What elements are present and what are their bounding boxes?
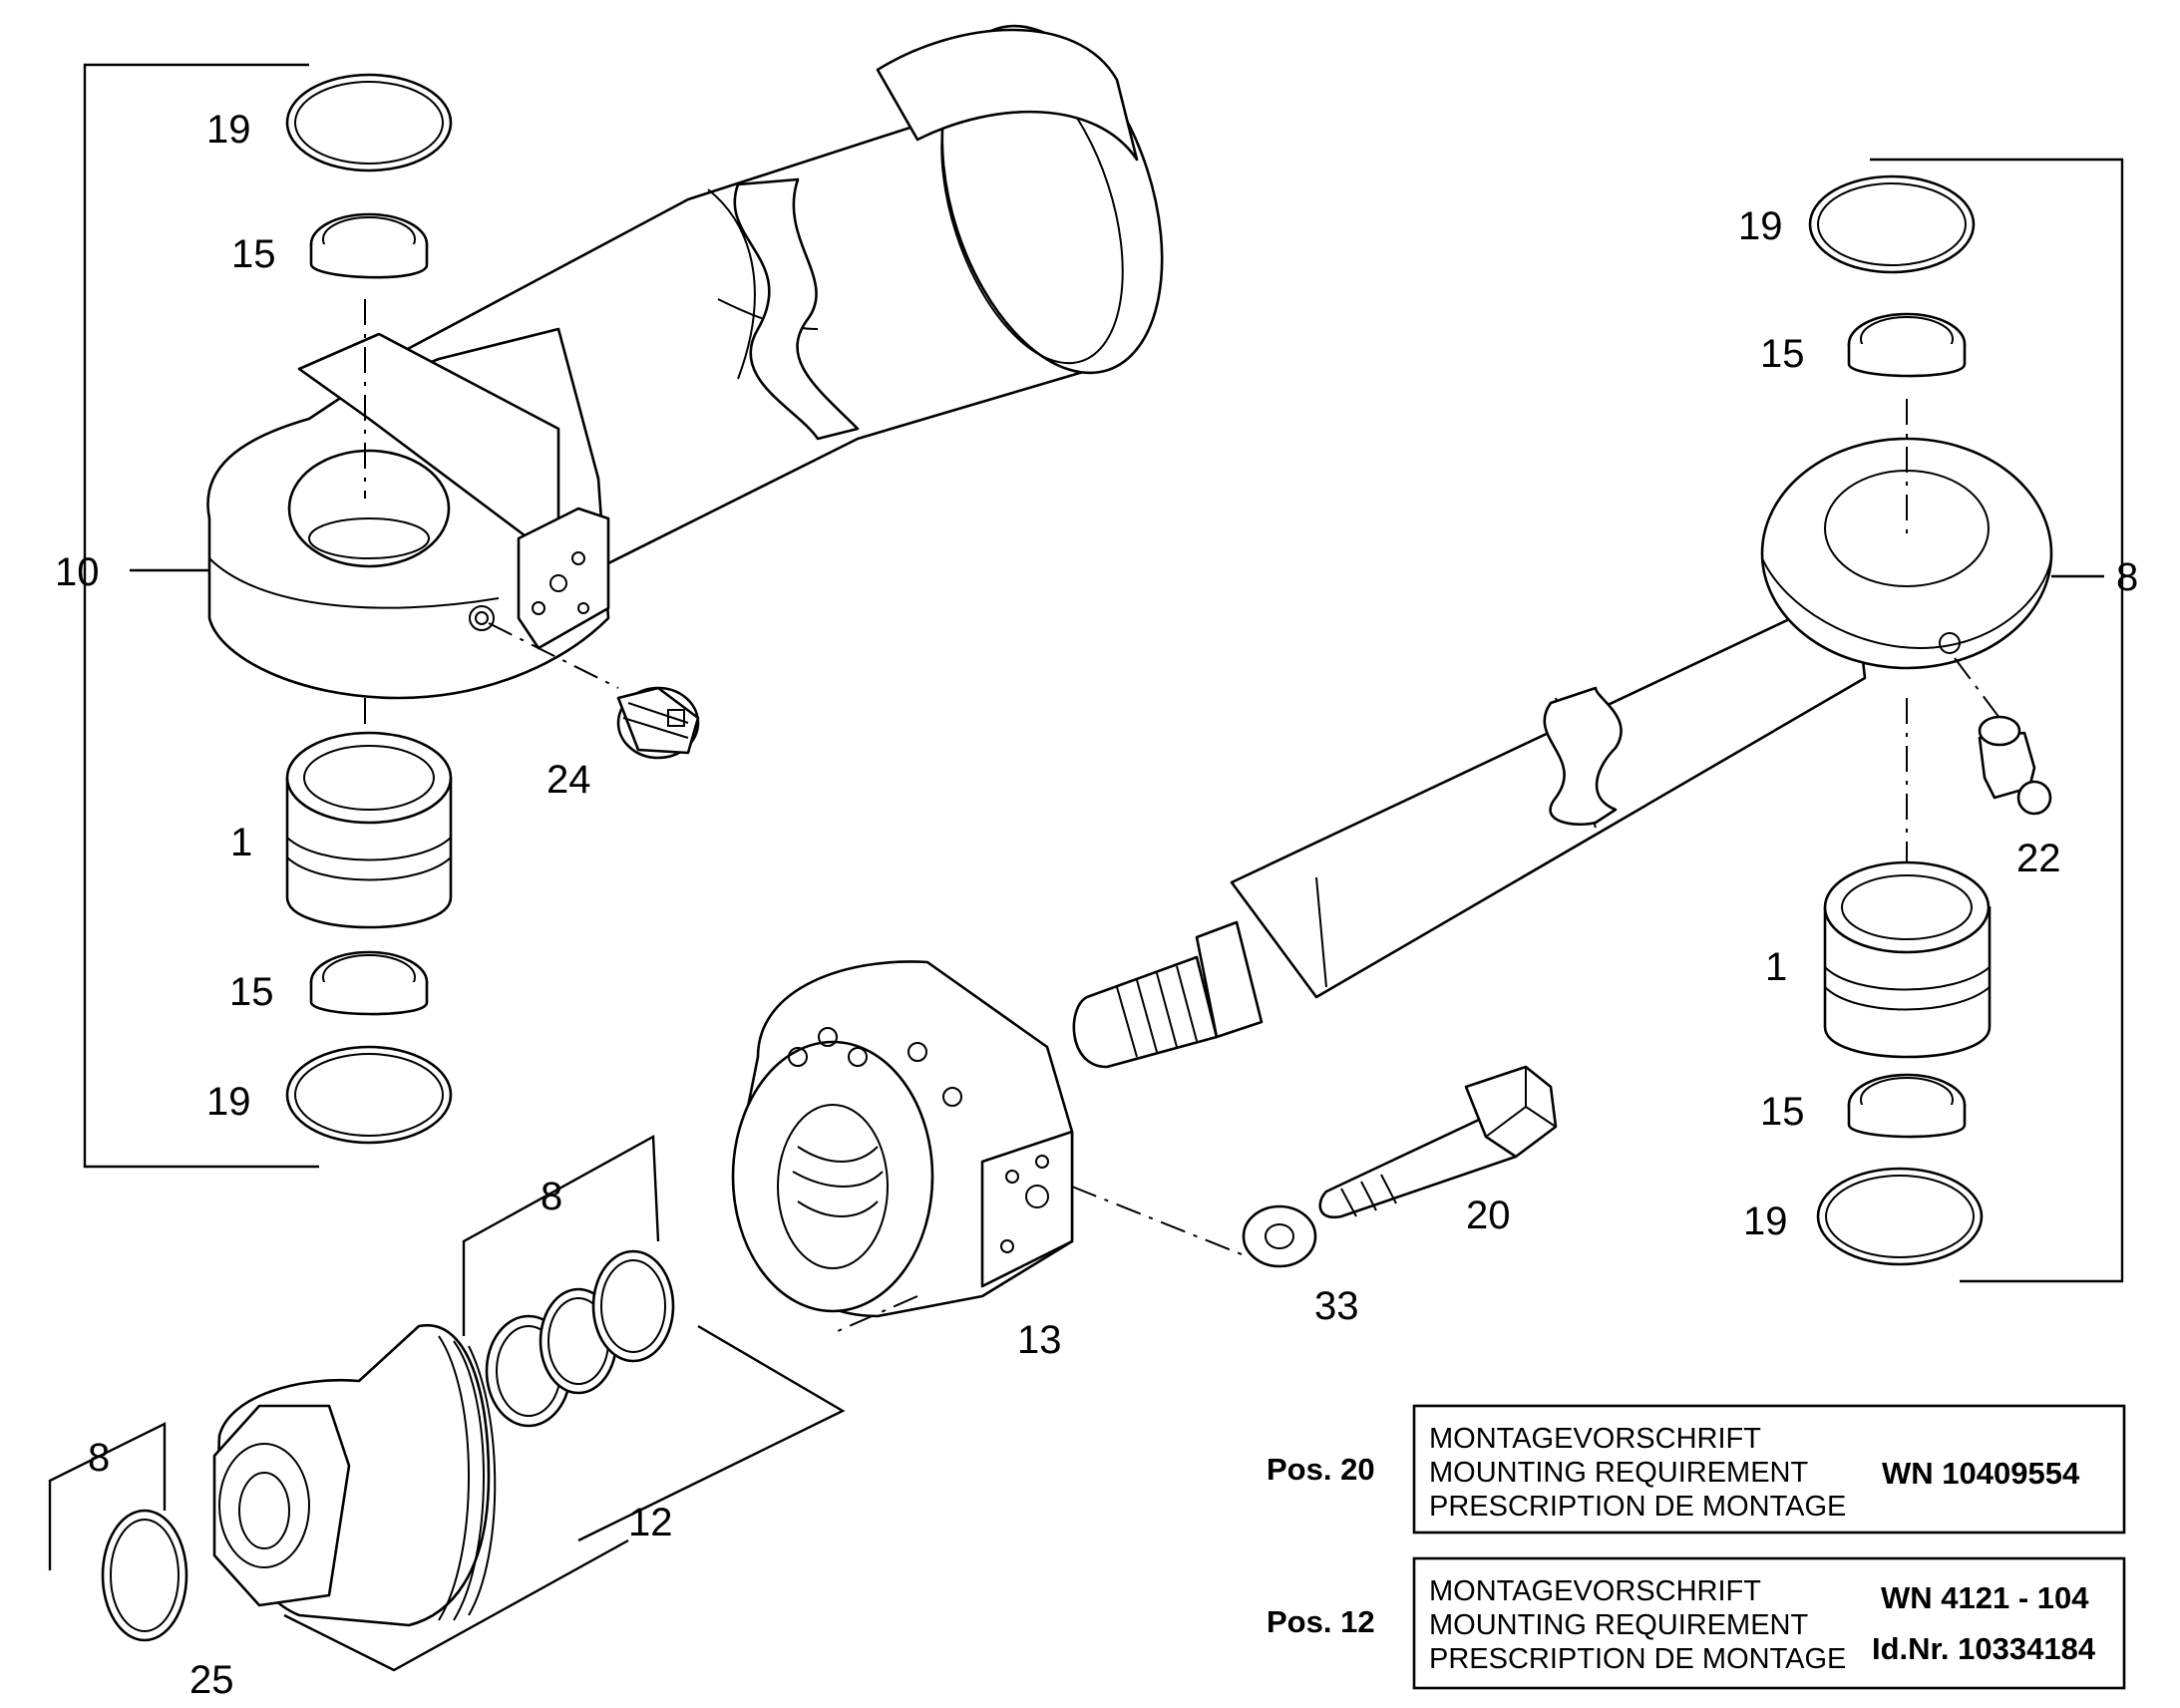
circlip-19-top-right xyxy=(1808,174,1976,274)
circlip-19-top-left xyxy=(285,73,453,172)
piston xyxy=(212,1323,497,1627)
callout-1-right: 1 xyxy=(1765,945,1787,989)
callout-33: 33 xyxy=(1314,1284,1359,1328)
ring-15-bottom-right xyxy=(1847,1073,1967,1139)
callout-12: 12 xyxy=(628,1501,673,1544)
callout-19-top-left: 19 xyxy=(206,108,251,152)
callout-8-small: 8 xyxy=(88,1436,110,1480)
callout-19-bottom-left: 19 xyxy=(206,1080,251,1124)
callout-1-left: 1 xyxy=(230,821,252,864)
washer xyxy=(1242,1204,1317,1268)
ring-15-top-left xyxy=(309,212,429,279)
callout-15-top-left: 15 xyxy=(231,232,276,276)
note-line-2: MOUNTING REQUIREMENT xyxy=(1429,1457,1809,1489)
circlip-19-bottom-right xyxy=(1816,1167,1984,1266)
note-pos-label: Pos. 20 xyxy=(1267,1452,1375,1487)
callout-15-bottom-left: 15 xyxy=(229,970,274,1014)
callout-10: 10 xyxy=(55,550,100,594)
callout-19-top-right: 19 xyxy=(1738,204,1783,248)
callout-20: 20 xyxy=(1466,1194,1511,1237)
callout-8-seals: 8 xyxy=(541,1175,562,1218)
ring-15-top-right xyxy=(1847,312,1967,378)
retaining-ring xyxy=(101,1509,188,1642)
callout-19-bottom-right: 19 xyxy=(1743,1199,1788,1243)
bolt xyxy=(1318,1065,1558,1219)
bearing-1-left xyxy=(285,731,453,929)
plug-screw xyxy=(616,686,700,760)
note-id-number: Id.Nr. 10334184 xyxy=(1872,1631,2096,1666)
note-reference: WN 4121 - 104 xyxy=(1881,1580,2089,1615)
circlip-19-bottom-left xyxy=(285,1045,453,1145)
callout-15-bottom-right: 15 xyxy=(1760,1090,1805,1134)
piston-rod xyxy=(1072,437,2053,1069)
mounting-note-pos12: Pos. 12 MONTAGEVORSCHRIFT MOUNTING REQUI… xyxy=(1267,1556,2126,1690)
callout-13: 13 xyxy=(1017,1318,1062,1362)
note-line-1: MONTAGEVORSCHRIFT xyxy=(1429,1575,1761,1607)
callout-25: 25 xyxy=(189,1658,234,1702)
callout-15-top-right: 15 xyxy=(1760,332,1805,376)
note-line-1: MONTAGEVORSCHRIFT xyxy=(1429,1423,1761,1455)
note-reference: WN 10409554 xyxy=(1882,1456,2080,1491)
callout-22: 22 xyxy=(2016,837,2061,880)
seal-ring-set xyxy=(485,1249,675,1428)
note-line-3: PRESCRIPTION DE MONTAGE xyxy=(1429,1643,1846,1675)
cylinder-head xyxy=(731,960,1074,1318)
callout-8-right: 8 xyxy=(2116,555,2138,599)
grease-nipple xyxy=(1978,715,2052,816)
ring-15-bottom-left xyxy=(309,950,429,1016)
mounting-note-pos20: Pos. 20 MONTAGEVORSCHRIFT MOUNTING REQUI… xyxy=(1267,1404,2126,1535)
note-line-3: PRESCRIPTION DE MONTAGE xyxy=(1429,1491,1846,1523)
note-pos-label: Pos. 12 xyxy=(1267,1604,1375,1639)
cylinder-eye-clevis xyxy=(206,327,610,700)
note-line-2: MOUNTING REQUIREMENT xyxy=(1429,1609,1809,1641)
bearing-1-right xyxy=(1823,860,1992,1059)
callout-24: 24 xyxy=(546,758,591,802)
